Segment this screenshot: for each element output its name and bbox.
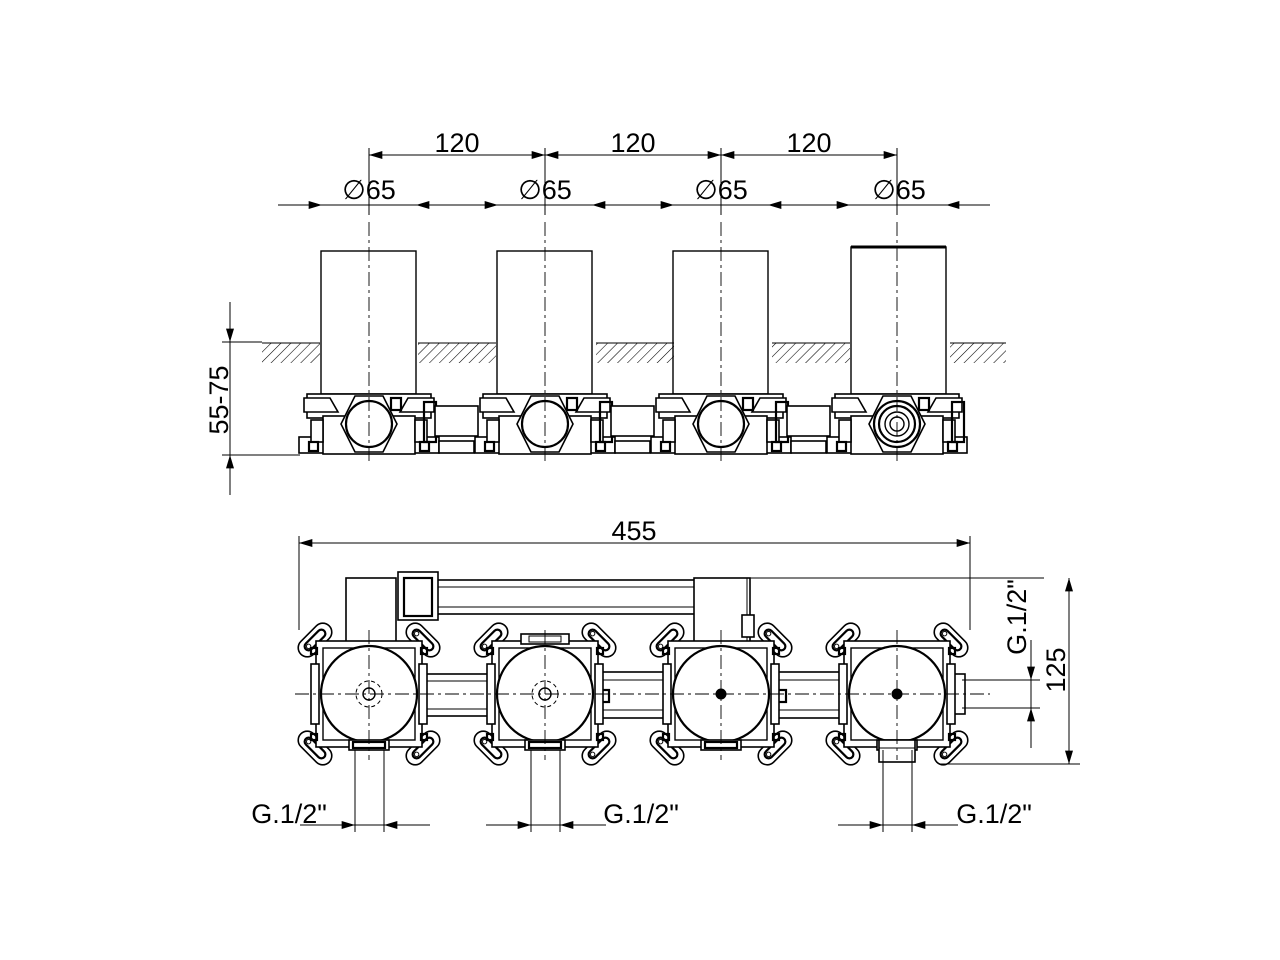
front-view: 455 — [251, 516, 1080, 832]
depth-label: 55-75 — [204, 365, 234, 434]
depth-dimension — [222, 302, 300, 495]
height-dimension — [940, 577, 1080, 765]
elevation-connector-1 — [434, 405, 479, 454]
spacing-label-1: 120 — [434, 128, 479, 158]
elevation-centerlines — [368, 148, 898, 462]
overall-width-dimension — [298, 536, 971, 630]
spacing-label-2: 120 — [610, 128, 655, 158]
mounting-ear — [473, 622, 509, 658]
height-label: 125 — [1041, 647, 1071, 692]
front-centerlines — [295, 630, 990, 760]
mounting-ear — [757, 730, 793, 766]
bottom-outlet-label-3: G.1/2" — [956, 799, 1032, 829]
crossover-pipe — [345, 571, 755, 643]
valve-cylinders — [320, 245, 947, 395]
valve-housing-4 — [826, 393, 968, 455]
diameter-label-4: ∅65 — [872, 175, 926, 205]
wall-hatching — [262, 342, 1006, 363]
overall-width-label: 455 — [611, 516, 656, 546]
right-outlet-dimension — [748, 577, 1044, 748]
right-outlet-label: G.1/2" — [1002, 579, 1032, 655]
bottom-outlet-label-2: G.1/2" — [603, 799, 679, 829]
valve-housings-elevation — [298, 393, 968, 455]
elevation-connector-2 — [610, 405, 655, 454]
elevation-connector-3 — [786, 405, 831, 454]
spacing-label-3: 120 — [786, 128, 831, 158]
valve-housing-1 — [298, 393, 440, 455]
bottom-outlet-dimensions — [300, 750, 958, 832]
elevation-view: 120 120 120 ∅65 ∅65 ∅65 ∅65 — [204, 128, 1006, 495]
bottom-outlet-label-1: G.1/2" — [251, 799, 327, 829]
